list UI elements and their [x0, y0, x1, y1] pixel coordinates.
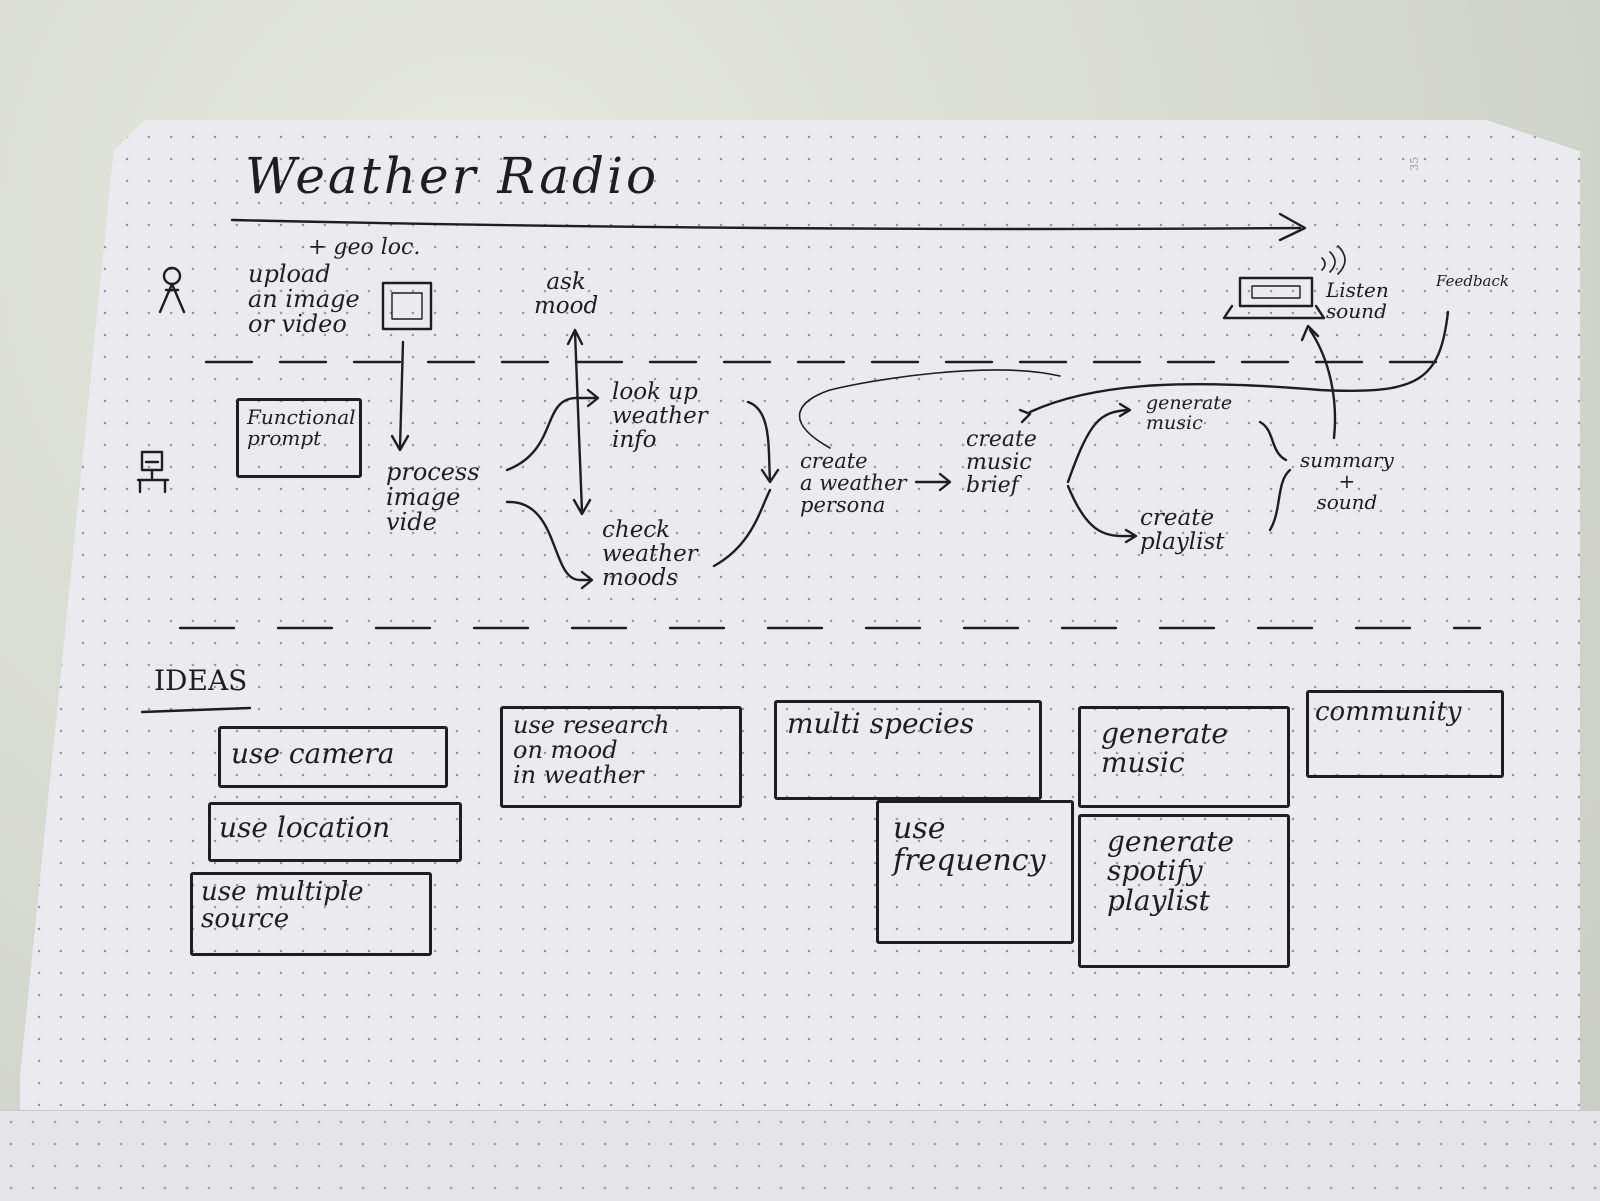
- page-number: 35: [1408, 156, 1422, 171]
- ideas-heading: IDEAS: [154, 664, 248, 697]
- music-brief-step: create music brief: [966, 427, 1037, 499]
- page-title: Weather Radio: [245, 147, 660, 205]
- idea-card: community: [1306, 690, 1504, 778]
- geo-location-note: + geo loc.: [308, 235, 421, 260]
- idea-card-text: community: [1315, 697, 1462, 727]
- idea-card: use multiple source: [190, 872, 432, 956]
- idea-card: use location: [208, 802, 462, 862]
- idea-card-text: use location: [219, 811, 391, 844]
- laptop-icon: [1222, 276, 1326, 320]
- user-icon: [162, 266, 182, 286]
- idea-card: use research on mood in weather: [500, 706, 742, 808]
- look-up-step: look up weather info: [612, 379, 708, 454]
- idea-card-text: use multiple source: [201, 877, 364, 935]
- upload-step: upload an image or video: [248, 260, 360, 339]
- image-icon: [381, 281, 433, 331]
- summary-step: summary + sound: [1300, 448, 1394, 514]
- idea-card-text: generate spotify playlist: [1107, 825, 1234, 917]
- idea-card: generate music: [1078, 706, 1290, 808]
- process-step: process image vide: [386, 458, 480, 537]
- create-playlist-step: create playlist: [1140, 505, 1225, 556]
- idea-card-text: use research on mood in weather: [513, 711, 670, 790]
- notebook-page: [20, 120, 1580, 1160]
- functional-prompt-box: Functional prompt: [236, 398, 362, 478]
- idea-card: multi species: [774, 700, 1042, 800]
- ask-mood-step: ask mood: [534, 269, 599, 320]
- idea-card: use camera: [218, 726, 448, 788]
- idea-card: generate spotify playlist: [1078, 814, 1290, 968]
- check-moods-step: check weather moods: [602, 517, 698, 592]
- idea-card-text: multi species: [787, 707, 975, 740]
- idea-card-text: use camera: [231, 737, 395, 770]
- generate-music-step: generate music: [1146, 392, 1233, 434]
- listen-step: Listen sound: [1326, 278, 1389, 323]
- sound-waves-icon: [1321, 245, 1346, 275]
- persona-step: create a weather persona: [800, 449, 907, 518]
- idea-card-text: generate music: [1101, 717, 1228, 780]
- timeline-arrow: [230, 218, 1302, 231]
- idea-card-text: use frequency: [893, 811, 1046, 878]
- feedback-label: Feedback: [1436, 272, 1509, 290]
- idea-card: use frequency: [876, 800, 1074, 944]
- functional-prompt-label: Functional prompt: [247, 405, 356, 450]
- next-page-edge: [0, 1110, 1600, 1201]
